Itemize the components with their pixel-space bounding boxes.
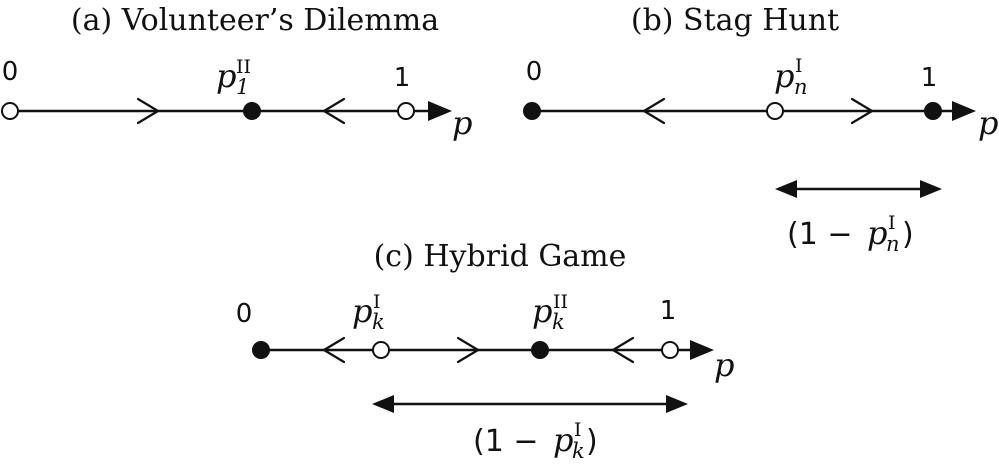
- diagram-a-label-zero: 0: [2, 57, 19, 87]
- diagram-b-label-threshold: p I n: [774, 55, 808, 99]
- diagram-b-interval-close: ): [902, 217, 914, 252]
- diagram-c-point-threshold: [372, 341, 390, 359]
- diagram-b-flow-right-arrow: [850, 97, 874, 125]
- diagram-b-point-threshold: [766, 102, 784, 120]
- diagram-a-axis-arrowhead: [428, 101, 452, 121]
- diagram-b-point-zero: [523, 102, 541, 120]
- diagram-c-label-one: 1: [660, 296, 677, 326]
- diagram-a-axis-variable: p: [452, 104, 472, 142]
- diagram-c-flow-right-arrow: [456, 336, 480, 364]
- diagram-c-label-threshold: p I k: [352, 291, 385, 334]
- diagram-b-title: (b) Stag Hunt: [631, 3, 839, 38]
- diagram-b-flow-left-arrow: [642, 97, 666, 125]
- diagram-a-eq-base: p: [216, 57, 236, 95]
- diagram-a-point-zero: [1, 102, 19, 120]
- diagram-c-interval-close: ): [586, 424, 598, 459]
- diagram-a-flow-right-arrow: [136, 97, 160, 125]
- diagram-a-title: (a) Volunteer’s Dilemma: [71, 3, 439, 38]
- diagram-c-eq2-sup: II: [553, 291, 568, 313]
- diagram-a-label-equilibrium: p II 1: [216, 56, 251, 99]
- diagram-c-axis-variable: p: [714, 346, 734, 384]
- diagram-c-interval-right-arrowhead: [666, 395, 688, 413]
- diagram-b-interval-left-arrowhead: [775, 180, 797, 198]
- diagram-b-interval-sup: I: [888, 212, 896, 234]
- diagram-a: (a) Volunteer’s Dilemma 0 1 p II 1 p: [1, 3, 472, 142]
- diagram-c-axis-arrowhead: [690, 340, 714, 360]
- diagram-c-interval-left-arrowhead: [372, 395, 394, 413]
- diagram-c-interval-sub: k: [572, 439, 585, 463]
- diagram-c: (c) Hybrid Game 0 1 p I k p II k p (1 −: [236, 239, 735, 463]
- diagram-b-eq-sub: n: [794, 75, 808, 99]
- diagram-b-point-one: [924, 102, 942, 120]
- diagram-b-axis-arrowhead: [952, 101, 976, 121]
- diagram-c-point-one: [661, 341, 679, 359]
- diagram-b-interval-open: (1 −: [787, 217, 852, 252]
- diagram-c-flow-left-arrow-1: [322, 336, 346, 364]
- diagram-c-point-zero: [252, 341, 270, 359]
- diagram-a-point-equilibrium: [243, 102, 261, 120]
- diagram-c-eq1-base: p: [352, 292, 372, 330]
- diagram-c-eq1-sup: I: [373, 291, 381, 313]
- diagram-c-interval-label: (1 − p I k ): [473, 419, 598, 463]
- diagram-b-label-zero: 0: [526, 57, 543, 87]
- diagram-a-eq-sub: 1: [236, 75, 249, 99]
- diagram-c-point-equilibrium: [531, 341, 549, 359]
- diagram-c-label-equilibrium: p II k: [532, 291, 568, 334]
- diagram-c-title: (c) Hybrid Game: [374, 239, 627, 274]
- diagram-c-label-zero: 0: [236, 299, 253, 329]
- diagram-a-eq-sup: II: [236, 56, 251, 78]
- diagram-b-axis-variable: p: [978, 104, 998, 142]
- diagram-c-eq2-sub: k: [552, 310, 565, 334]
- diagram-b-eq-sup: I: [795, 55, 803, 77]
- diagram-b-label-one: 1: [921, 63, 938, 93]
- diagram-a-flow-left-arrow: [322, 97, 346, 125]
- diagram-c-eq1-sub: k: [372, 310, 385, 334]
- diagram-c-eq2-base: p: [532, 292, 552, 330]
- diagram-c-flow-left-arrow-2: [611, 336, 635, 364]
- diagram-b-eq-base: p: [774, 57, 794, 95]
- diagram-a-point-one: [397, 102, 415, 120]
- diagram-c-interval-sup: I: [574, 419, 582, 441]
- diagram-c-interval-base: p: [553, 421, 573, 459]
- diagram-a-label-one: 1: [394, 63, 411, 93]
- diagram-b-interval-label: (1 − p I n ): [787, 212, 914, 256]
- diagram-b: (b) Stag Hunt 0 1 p I n p (1 − p I n ): [523, 3, 998, 256]
- diagram-b-interval-base: p: [867, 214, 887, 252]
- diagram-c-interval-open: (1 −: [473, 424, 538, 459]
- diagram-b-interval-sub: n: [886, 232, 900, 256]
- diagram-b-interval-right-arrowhead: [920, 180, 942, 198]
